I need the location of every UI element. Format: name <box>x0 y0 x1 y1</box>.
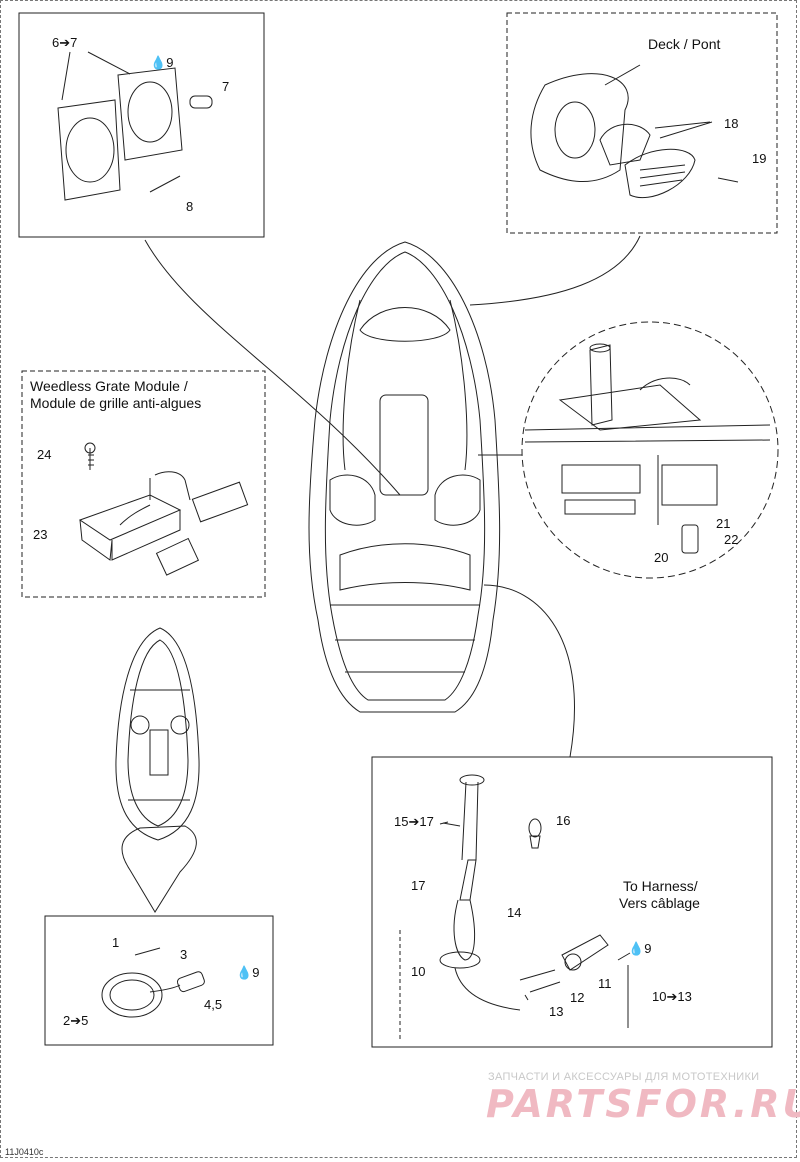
panel-weedless-box <box>21 370 266 598</box>
watermark-tagline: ЗАПЧАСТИ И АКСЕССУАРЫ ДЛЯ МОТОТЕХНИКИ <box>488 1071 760 1083</box>
bow-light-parts <box>101 947 205 1018</box>
drop-icon: 💧 <box>628 941 645 956</box>
to-harness-fr: Vers câblage <box>619 895 700 911</box>
label-weedless-24: 24 <box>37 447 52 462</box>
horn-title: Deck / Pont <box>648 36 721 52</box>
console-circle <box>521 321 779 579</box>
label-speaker-6-7: 6➔7 <box>52 35 78 50</box>
weedless-parts <box>78 442 249 576</box>
boat-small <box>115 627 200 841</box>
panel-bow-light-box <box>44 915 274 1046</box>
console-parts <box>524 343 771 554</box>
label-stern-10-13: 10➔13 <box>652 989 692 1004</box>
label-stern-16: 16 <box>556 813 571 828</box>
to-harness-en: To Harness/ <box>623 878 698 894</box>
watermark-logo: PARTSFOR.RU <box>486 1082 800 1126</box>
drop-icon: 💧 <box>236 965 253 980</box>
label-bow-4-5: 4,5 <box>204 997 223 1012</box>
label-stern-17: 17 <box>411 878 426 893</box>
label-stern-14: 14 <box>507 905 522 920</box>
label-bow-1: 1 <box>112 935 120 950</box>
label-console-22: 22 <box>724 532 739 547</box>
label-stern-10: 10 <box>411 964 426 979</box>
drop-icon: 💧 <box>150 55 167 70</box>
weedless-title-fr: Module de grille anti-algues <box>30 395 202 411</box>
label-speaker-8: 8 <box>186 199 194 214</box>
label-horn-19: 19 <box>752 151 767 166</box>
label-bow-2-5: 2➔5 <box>63 1013 89 1028</box>
label-stern-11: 11 <box>598 976 612 991</box>
label-stern-15-17: 15➔17 <box>394 814 434 829</box>
label-console-21: 21 <box>716 516 731 531</box>
stern-light-parts <box>439 774 609 1011</box>
label-weedless-23: 23 <box>33 527 48 542</box>
panel-stern-light-box <box>371 756 773 1048</box>
label-horn-18: 18 <box>724 116 739 131</box>
label-speaker-7: 7 <box>222 79 230 94</box>
horn-parts <box>530 64 739 199</box>
label-console-20: 20 <box>654 550 669 565</box>
label-speaker-9: 💧9 <box>150 55 174 70</box>
label-stern-13: 13 <box>549 1004 564 1019</box>
label-bow-3: 3 <box>180 947 188 962</box>
weedless-title-en: Weedless Grate Module / <box>30 378 188 394</box>
figure-code: 11J0410c <box>5 1147 44 1157</box>
label-stern-12: 12 <box>570 990 585 1005</box>
boat-main <box>308 241 501 713</box>
panel-speaker-box <box>18 12 265 238</box>
panel-horn-box <box>506 12 778 234</box>
label-stern-9: 💧9 <box>628 941 652 956</box>
label-bow-9: 💧9 <box>236 965 260 980</box>
speaker-parts <box>57 51 213 201</box>
